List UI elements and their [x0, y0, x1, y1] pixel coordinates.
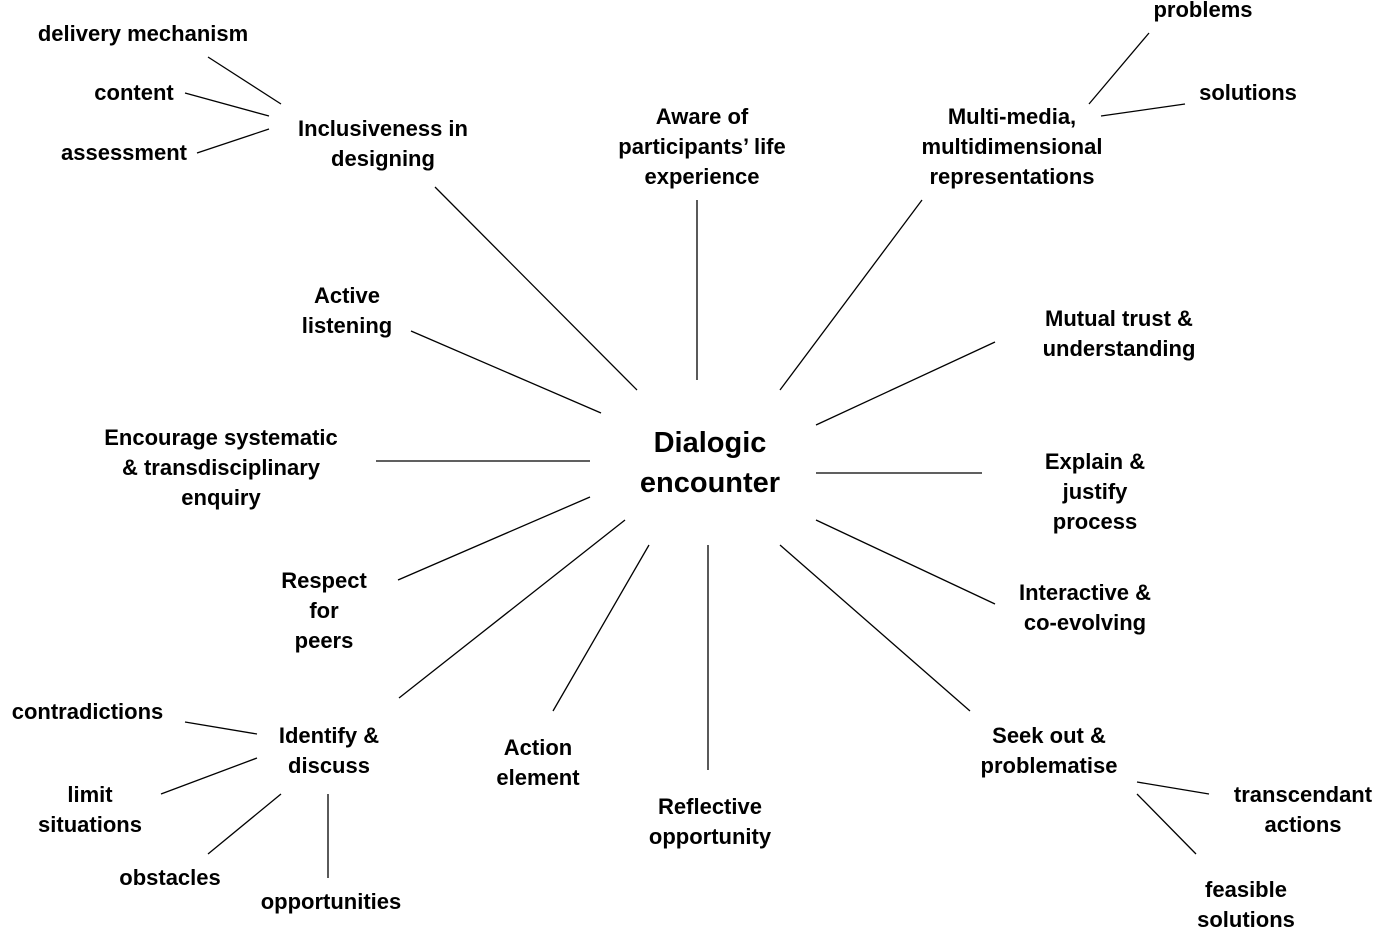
leaf-obstacles: obstacles — [105, 863, 235, 893]
node-explain-line-1: Explain & — [1044, 449, 1146, 474]
leaf-opportunities: opportunities — [241, 887, 421, 917]
leaf-feasible-solutions: feasible solutions — [1176, 875, 1316, 935]
leaf-transcendant-actions: transcendant actions — [1213, 780, 1383, 840]
node-action-line-2: element — [496, 765, 580, 790]
node-reflective-line-2: opportunity — [648, 824, 772, 849]
leaf-problems: problems — [1138, 0, 1268, 25]
node-inclusiveness-line-1: Inclusiveness in — [298, 116, 468, 141]
node-seek-line-1: Seek out & — [992, 723, 1106, 748]
node-respect-line-2: for — [309, 598, 339, 623]
center-line-2: encounter — [639, 467, 781, 499]
leaf-content: content — [79, 78, 189, 108]
edge-center-identify — [398, 519, 626, 699]
node-action-line-1: Action — [503, 735, 573, 760]
leaf-content-text: content — [94, 80, 174, 105]
node-inclusiveness: Inclusiveness in designing — [263, 114, 503, 174]
node-action: Action element — [468, 733, 608, 793]
node-seek-line-2: problematise — [980, 753, 1118, 778]
node-encourage-line-2: & transdisciplinary — [121, 455, 321, 480]
edge-center-multimedia — [779, 199, 923, 391]
node-explain-line-3: process — [1052, 509, 1138, 534]
leaf-transcendant-line-1: transcendant — [1233, 782, 1373, 807]
leaf-limit-situations: limit situations — [20, 780, 160, 840]
center-line-1: Dialogic — [653, 427, 767, 459]
node-multimedia-line-3: representations — [929, 164, 1095, 189]
node-identify-line-2: discuss — [288, 753, 370, 778]
edge-inclusiveness-content — [184, 92, 270, 117]
node-active-listening-line-2: listening — [301, 313, 393, 338]
node-mutual-trust-line-2: understanding — [1042, 336, 1196, 361]
node-inclusiveness-line-2: designing — [331, 146, 435, 171]
node-multimedia-line-1: Multi-media, — [947, 104, 1077, 129]
edge-inclusiveness-assessment — [196, 128, 270, 154]
node-mutual-trust-line-1: Mutual trust & — [1045, 306, 1193, 331]
node-respect: Respect for peers — [254, 566, 394, 656]
node-reflective-line-1: Reflective — [658, 794, 762, 819]
node-seek: Seek out & problematise — [954, 721, 1144, 781]
leaf-transcendant-line-2: actions — [1264, 812, 1342, 837]
node-multimedia-line-2: multidimensional — [921, 134, 1103, 159]
node-aware: Aware of participants’ life experience — [592, 102, 812, 192]
node-interactive-line-2: co-evolving — [1023, 610, 1147, 635]
leaf-contradictions: contradictions — [0, 697, 175, 727]
node-interactive-line-1: Interactive & — [1018, 580, 1152, 605]
leaf-feasible-line-1: feasible — [1205, 877, 1287, 902]
leaf-assessment: assessment — [44, 138, 204, 168]
leaf-contradictions-text: contradictions — [11, 699, 164, 724]
node-explain-line-2: justify — [1062, 479, 1128, 504]
edge-identify-limit — [160, 757, 258, 795]
leaf-solutions: solutions — [1183, 78, 1313, 108]
node-respect-line-3: peers — [294, 628, 354, 653]
leaf-feasible-line-2: solutions — [1197, 907, 1295, 932]
edge-identify-obstacles — [207, 793, 282, 855]
center-node-dialogic-encounter: Dialogic encounter — [600, 423, 820, 503]
node-identify-line-1: Identify & — [278, 723, 380, 748]
node-reflective: Reflective opportunity — [620, 792, 800, 852]
node-interactive: Interactive & co-evolving — [990, 578, 1180, 638]
edge-multimedia-solutions — [1100, 103, 1186, 117]
edge-inclusiveness-delivery — [207, 56, 282, 105]
edge-center-action — [552, 544, 650, 712]
leaf-opportunities-text: opportunities — [260, 889, 402, 914]
leaf-solutions-text: solutions — [1199, 80, 1297, 105]
leaf-limit-line-1: limit — [67, 782, 113, 807]
edge-seek-feasible — [1136, 793, 1197, 855]
edge-center-inclusiveness — [434, 186, 638, 391]
edge-identify-contradictions — [184, 721, 258, 735]
edge-center-respect — [397, 496, 591, 581]
leaf-assessment-text: assessment — [61, 140, 187, 165]
node-encourage: Encourage systematic & transdisciplinary… — [71, 423, 371, 513]
leaf-problems-text: problems — [1153, 0, 1253, 22]
edge-multimedia-problems — [1088, 32, 1150, 105]
edge-center-active-listening — [410, 330, 602, 414]
edge-center-seek — [779, 544, 971, 712]
node-multimedia: Multi-media, multidimensional representa… — [892, 102, 1132, 192]
node-aware-line-2: participants’ life — [618, 134, 786, 159]
node-aware-line-3: experience — [644, 164, 760, 189]
node-identify: Identify & discuss — [249, 721, 409, 781]
edge-seek-transcendant — [1136, 781, 1210, 795]
leaf-limit-line-2: situations — [38, 812, 142, 837]
node-encourage-line-1: Encourage systematic — [104, 425, 338, 450]
node-encourage-line-3: enquiry — [181, 485, 261, 510]
node-active-listening-line-1: Active — [313, 283, 381, 308]
node-explain: Explain & justify process — [1005, 447, 1185, 537]
edge-center-interactive — [815, 519, 996, 605]
node-respect-line-1: Respect — [281, 568, 367, 593]
node-active-listening: Active listening — [277, 281, 417, 341]
edge-center-mutual-trust — [815, 341, 996, 426]
leaf-delivery-mechanism: delivery mechanism — [13, 19, 273, 49]
node-aware-line-1: Aware of — [655, 104, 749, 129]
leaf-delivery-text: delivery mechanism — [37, 21, 249, 46]
leaf-obstacles-text: obstacles — [119, 865, 221, 890]
node-mutual-trust: Mutual trust & understanding — [1009, 304, 1229, 364]
